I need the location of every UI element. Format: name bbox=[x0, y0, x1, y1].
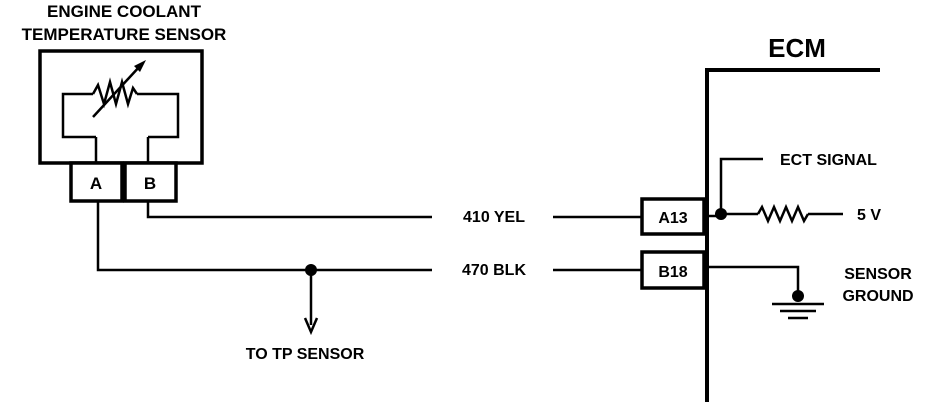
sensor-internal-wire-right bbox=[137, 92, 180, 139]
thermistor-arrowhead-icon bbox=[134, 60, 146, 72]
sensor-pin-b-box bbox=[123, 161, 178, 203]
wire-470-blk-left bbox=[96, 201, 432, 272]
sensor-pin-a-box bbox=[69, 161, 124, 203]
ecm-pin-a13-label: A13 bbox=[658, 210, 687, 227]
ecm-boundary bbox=[705, 68, 880, 402]
sensor-body bbox=[38, 49, 204, 165]
thermistor-resistor-icon bbox=[91, 77, 139, 109]
ground-node-icon bbox=[792, 290, 804, 302]
ecm-pin-b18-label: B18 bbox=[658, 264, 687, 281]
sensor-ground-wire bbox=[704, 265, 800, 296]
voltage-label: 5 V bbox=[857, 207, 881, 224]
sensor-title-line2: TEMPERATURE SENSOR bbox=[22, 25, 227, 44]
ect-signal-label: ECT SIGNAL bbox=[780, 152, 877, 169]
pullup-resistor-icon bbox=[756, 203, 810, 225]
wire-410-yel-left bbox=[146, 201, 432, 219]
sensor-ground-label-line2: GROUND bbox=[842, 288, 913, 305]
wire-410-yel-label: 410 YEL bbox=[463, 209, 525, 226]
sensor-internal-wire-left bbox=[61, 92, 96, 139]
ecm-pin-b18-box bbox=[640, 250, 706, 290]
tp-sensor-arrow-icon bbox=[303, 317, 319, 336]
sensor-ground-label-line1: SENSOR bbox=[844, 266, 912, 283]
ecm-title: ECM bbox=[768, 33, 826, 63]
ect-signal-leader bbox=[719, 157, 763, 214]
sensor-title-line1: ENGINE COOLANT bbox=[47, 2, 202, 21]
thermistor-variable-arrow-icon bbox=[92, 65, 141, 118]
sensor-pin-a-label: A bbox=[90, 174, 102, 193]
wire-470-blk-label: 470 BLK bbox=[462, 262, 526, 279]
sensor-pin-b-label: B bbox=[144, 174, 156, 193]
tp-sensor-label: TO TP SENSOR bbox=[246, 346, 365, 363]
